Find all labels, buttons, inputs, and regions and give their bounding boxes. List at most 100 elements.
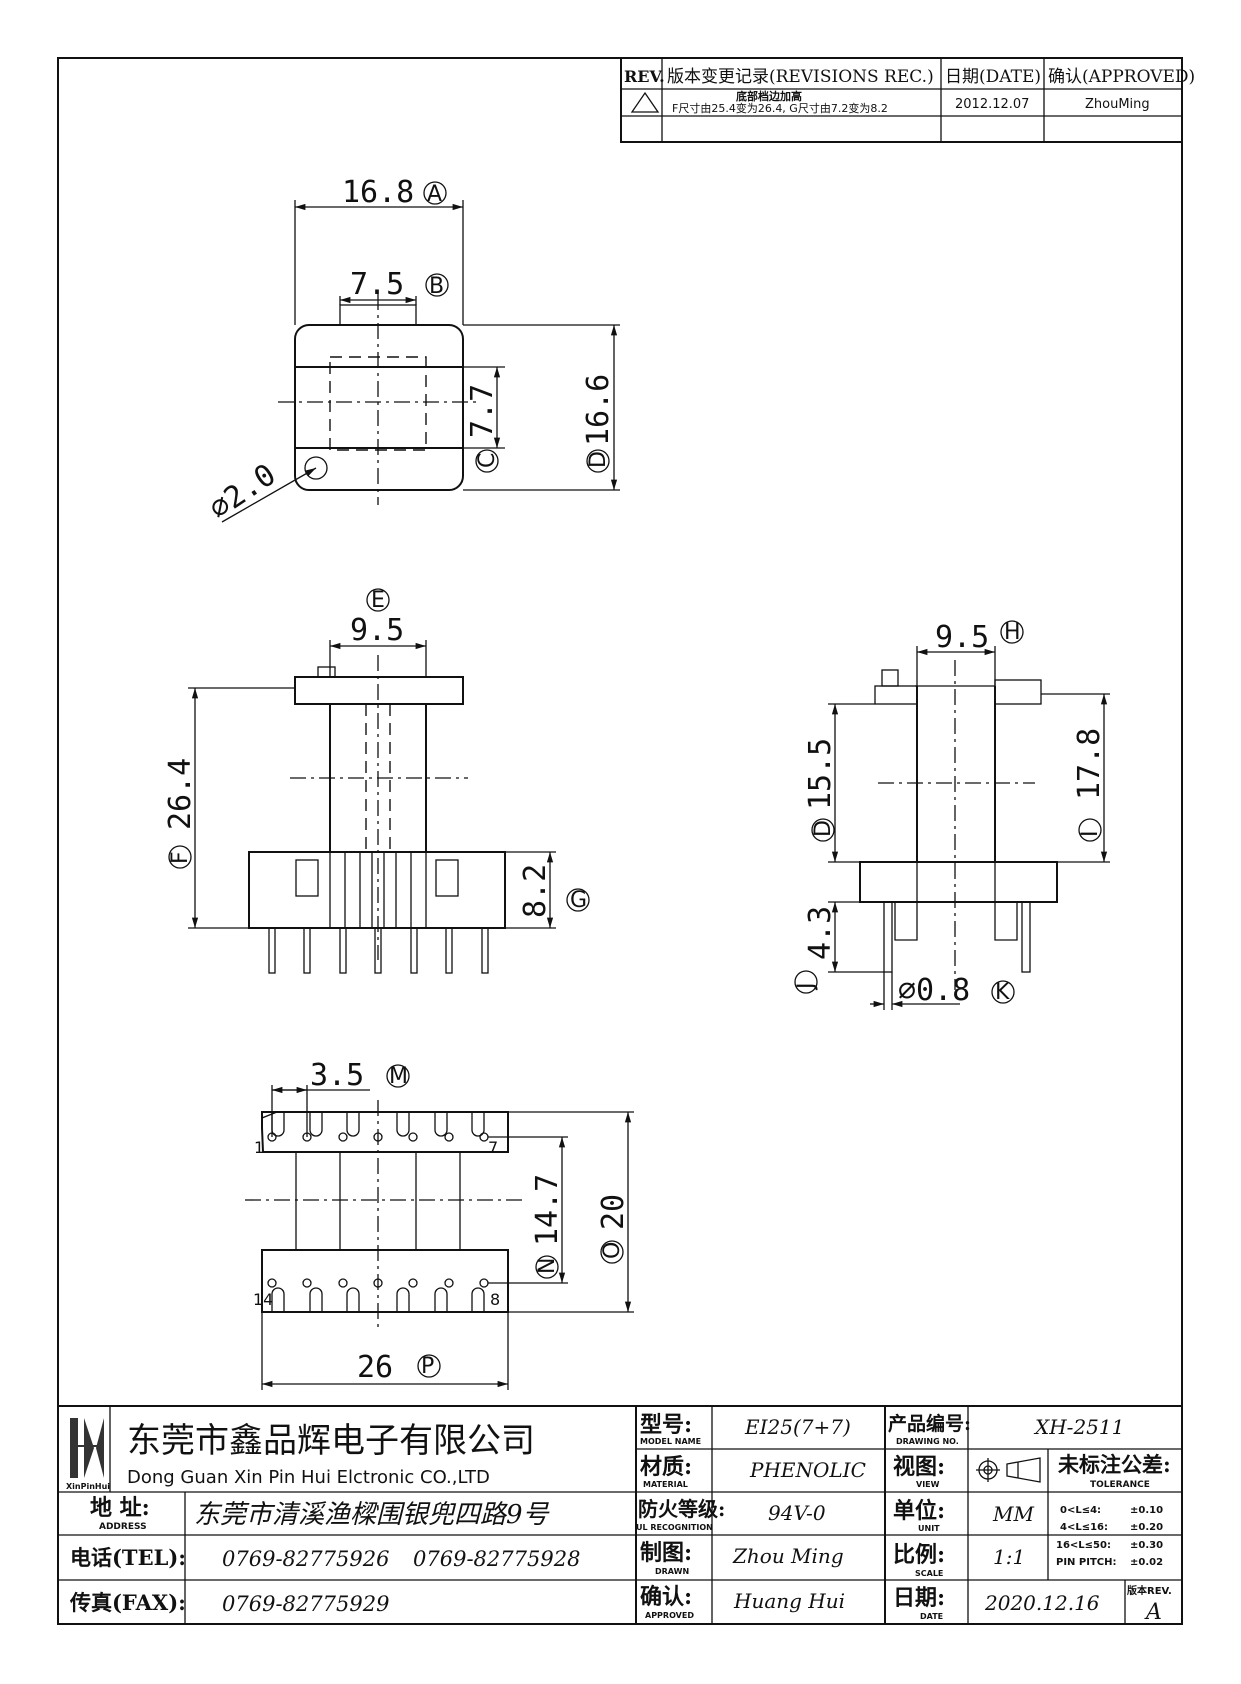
drawing-border — [57, 57, 1183, 1625]
scale-value: 1:1 — [993, 1545, 1025, 1569]
title-block: XinPinHui 东莞市鑫品辉电子有限公司 Dong Guan Xin Pin… — [57, 1405, 1183, 1625]
dim-i-value: 17.8 — [1072, 728, 1107, 800]
projection-symbol-icon — [976, 1457, 1041, 1483]
dim-d-label: D — [586, 451, 611, 468]
dim-p-value: 26 — [357, 1350, 393, 1385]
revision-triangle-icon — [630, 91, 660, 113]
dim-i-label: I — [1078, 831, 1103, 838]
tol-value: ±0.10 — [1130, 1505, 1163, 1516]
dim-g-value: 8.2 — [518, 864, 553, 918]
logo-caption: XinPinHui — [66, 1482, 110, 1491]
date-label-en: DATE — [920, 1612, 943, 1621]
unit-label-en: UNIT — [918, 1524, 940, 1533]
drawn-label-en: DRAWN — [655, 1567, 689, 1576]
scale-label: 比例: — [893, 1542, 945, 1568]
pin-14-label: 14 — [253, 1290, 273, 1309]
material-label-en: MATERIAL — [643, 1480, 688, 1489]
ul-label-en: UL RECOGNITION — [636, 1523, 713, 1532]
dim-p-label: P — [421, 1354, 434, 1379]
address-value: 东莞市清溪渔樑围银兜四路9号 — [194, 1500, 551, 1530]
dim-e-value: 9.5 — [350, 613, 404, 648]
rev-note-line1: 底部档边加高 — [736, 89, 802, 103]
model-label-en: MODEL NAME — [640, 1437, 701, 1446]
dim-15-label: D — [811, 820, 836, 837]
tol-value: ±0.02 — [1130, 1557, 1163, 1568]
dim-k-label: K — [995, 980, 1010, 1005]
ul-label: 防火等级: — [638, 1497, 725, 1521]
rev-row1-approved: ZhouMing — [1085, 97, 1150, 112]
tol-range: 4<L≤16: — [1060, 1522, 1108, 1533]
dim-b-label: B — [429, 274, 444, 299]
address-label-en: ADDRESS — [99, 1522, 147, 1532]
dim-n-value: 14.7 — [530, 1174, 565, 1246]
ul-value: 94V-0 — [768, 1501, 826, 1525]
dim-e-label: E — [371, 588, 385, 613]
dim-c-value: 7.7 — [465, 384, 500, 438]
rev-header: REV. — [624, 67, 665, 86]
unit-value: MM — [992, 1502, 1034, 1526]
company-name-en: Dong Guan Xin Pin Hui Elctronic CO.,LTD — [127, 1467, 490, 1488]
dim-k-value: ⌀0.8 — [898, 973, 970, 1008]
dim-a-value: 16.8 — [342, 175, 414, 210]
model-label: 型号: — [640, 1412, 692, 1438]
material-value: PHENOLIC — [749, 1458, 866, 1482]
bottom-view: 1 7 14 8 3.5 M 14.7 N 20 O 26 P — [245, 1058, 634, 1390]
dim-o-value: 20 — [596, 1194, 631, 1230]
drawing-no-label: 产品编号: — [888, 1412, 971, 1435]
dim-c-label: C — [475, 453, 500, 468]
tol-value: ±0.20 — [1130, 1522, 1163, 1533]
dim-f-label: F — [168, 851, 193, 864]
front-view: E 9.5 26.4 F 8.2 G — [163, 588, 590, 974]
drawn-value: Zhou Ming — [732, 1544, 844, 1568]
dim-j-label: J — [794, 983, 819, 992]
company-name-cn: 东莞市鑫品辉电子有限公司 — [127, 1421, 535, 1461]
rev-record-header: 版本变更记录(REVISIONS REC.) — [667, 67, 934, 87]
date-label: 日期: — [893, 1585, 945, 1611]
side-view: 9.5 H 15.5 D 17.8 I 4.3 J ⌀0.8 K — [794, 620, 1110, 1010]
approved-label: 确认: — [640, 1584, 692, 1610]
dim-d-value: 16.6 — [581, 374, 616, 446]
pin-1-label: 1 — [254, 1138, 264, 1157]
date-value: 2020.12.16 — [984, 1591, 1100, 1615]
unit-label: 单位: — [893, 1498, 945, 1524]
dim-h-value: 9.5 — [935, 620, 989, 655]
rev-row1-date: 2012.12.07 — [955, 97, 1029, 112]
material-label: 材质: — [640, 1454, 692, 1480]
tel-label: 电话(TEL): — [70, 1545, 186, 1570]
tol-range: 0<L≤4: — [1060, 1505, 1101, 1516]
dim-f-value: 26.4 — [163, 758, 198, 830]
approved-label-en: APPROVED — [645, 1611, 694, 1620]
approved-value: Huang Hui — [733, 1589, 845, 1613]
dim-m-value: 3.5 — [310, 1058, 364, 1093]
pin-8-label: 8 — [490, 1290, 500, 1309]
pin-7-label: 7 — [488, 1138, 498, 1157]
drawing-no-label-en: DRAWING NO. — [896, 1437, 959, 1446]
dim-o-label: O — [600, 1242, 625, 1259]
tolerance-table: 0<L≤4: ±0.10 4<L≤16: ±0.20 16<L≤50: ±0.3… — [1056, 1505, 1163, 1568]
address-label: 地 址: — [90, 1495, 150, 1521]
rev-value: A — [1144, 1600, 1162, 1625]
dim-m-label: M — [389, 1064, 408, 1089]
tolerance-title-en: TOLERANCE — [1090, 1480, 1150, 1490]
dim-j-value: 4.3 — [803, 906, 838, 960]
drawing-no-value: XH-2511 — [1033, 1415, 1124, 1439]
tol-range: 16<L≤50: — [1056, 1540, 1111, 1551]
tel2-value: 0769-82775928 — [413, 1547, 580, 1571]
dim-h-label: H — [1004, 620, 1021, 645]
tol-value: ±0.30 — [1130, 1540, 1163, 1551]
rev-label: 版本REV. — [1127, 1584, 1172, 1597]
tol-range: PIN PITCH: — [1056, 1557, 1116, 1568]
dim-15-value: 15.5 — [803, 738, 838, 810]
tel1-value: 0769-82775926 — [222, 1547, 389, 1571]
model-value: EI25(7+7) — [744, 1415, 851, 1439]
scale-label-en: SCALE — [915, 1569, 943, 1578]
tolerance-title: 未标注公差: — [1058, 1452, 1171, 1477]
rev-approved-header: 确认(APPROVED) — [1048, 67, 1195, 87]
dim-n-label: N — [535, 1258, 560, 1274]
dim-g-label: G — [570, 888, 587, 913]
rev-note-line2: F尺寸由25.4变为26.4, G尺寸由7.2变为8.2 — [672, 101, 888, 115]
company-logo-icon — [70, 1418, 104, 1478]
dim-b-value: 7.5 — [350, 267, 404, 302]
top-view: 16.8 A 7.5 B 7.7 C 16.6 D ⌀2.0 — [203, 175, 620, 527]
